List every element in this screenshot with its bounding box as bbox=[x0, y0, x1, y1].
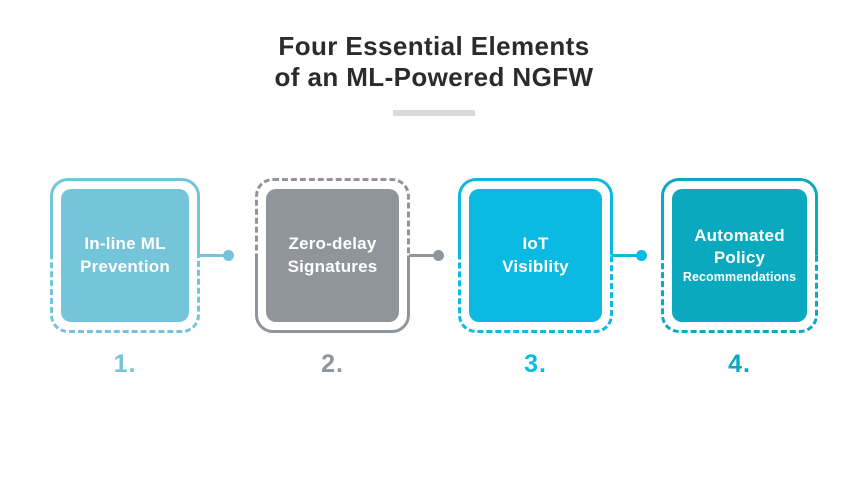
card-body: Automated Policy Recommendations bbox=[672, 189, 807, 322]
card-body: Zero-delay Signatures bbox=[266, 189, 399, 322]
step-number: 1. bbox=[113, 350, 137, 378]
connector-line bbox=[612, 254, 641, 257]
card-frame-solid bbox=[458, 178, 613, 256]
card-body: In-line ML Prevention bbox=[61, 189, 189, 322]
connector-dot bbox=[433, 250, 444, 261]
card-inline-ml-prevention: In-line ML Prevention 1. bbox=[50, 178, 234, 378]
card-body: IoT Visiblity bbox=[469, 189, 602, 322]
card-label-line2: Policy bbox=[713, 248, 766, 268]
title-divider bbox=[393, 110, 475, 116]
card-label-line2: Signatures bbox=[287, 256, 378, 276]
card-frame-solid bbox=[255, 255, 410, 333]
card-zero-delay-signatures: Zero-delay Signatures 2. bbox=[255, 178, 444, 378]
connector-line bbox=[199, 254, 228, 257]
card-frame-solid bbox=[661, 178, 818, 256]
card-label-line1: IoT bbox=[522, 234, 549, 254]
step-number: 2. bbox=[321, 350, 344, 378]
card-frame-dashed bbox=[255, 178, 410, 256]
card-frame-dashed bbox=[50, 255, 200, 333]
step-number: 4. bbox=[728, 350, 751, 378]
connector-line bbox=[409, 254, 438, 257]
page-title-line1: Four Essential Elements bbox=[278, 31, 590, 61]
card-frame-dashed bbox=[458, 255, 613, 333]
connector-dot bbox=[223, 250, 234, 261]
card-label-line2: Visiblity bbox=[502, 256, 569, 276]
card-iot-visiblity: IoT Visiblity 3. bbox=[458, 178, 647, 378]
card-automated-policy-recommendations: Automated Policy Recommendations 4. bbox=[661, 178, 818, 378]
card-frame-solid bbox=[50, 178, 200, 256]
page-title-line2: of an ML-Powered NGFW bbox=[274, 62, 594, 92]
card-frame-dashed bbox=[661, 255, 818, 333]
page-title: Four Essential Elements of an ML-Powered… bbox=[0, 31, 868, 93]
card-label-line3: Recommendations bbox=[682, 270, 797, 285]
card-label-line1: In-line ML bbox=[84, 234, 166, 254]
card-label-line2: Prevention bbox=[80, 256, 170, 276]
step-number: 3. bbox=[524, 350, 547, 378]
connector-dot bbox=[636, 250, 647, 261]
card-label-line1: Automated bbox=[694, 226, 785, 246]
card-label-line1: Zero-delay bbox=[288, 234, 377, 254]
